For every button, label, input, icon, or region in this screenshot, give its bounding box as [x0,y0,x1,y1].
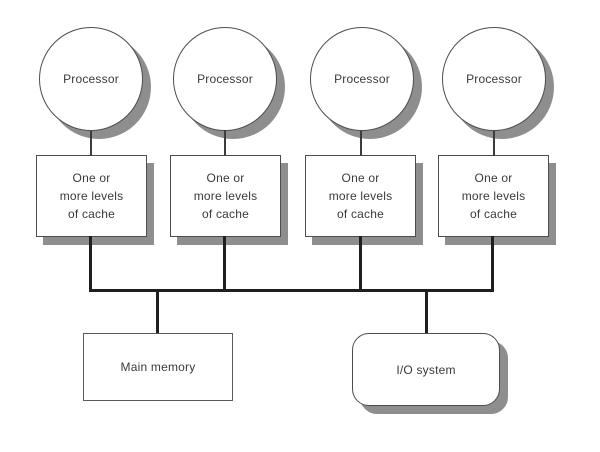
connector-cache4-bus [491,236,494,291]
cache-node-2: One or more levels of cache [170,155,281,237]
cache-label-3: One or more levels of cache [328,171,393,221]
processor-label-3: Processor [334,72,390,86]
connector-cache3-bus [359,236,362,291]
processor-label-1: Processor [63,72,119,86]
processor-label-2: Processor [197,72,253,86]
main-memory-label: Main memory [120,360,196,374]
io-system-label: I/O system [396,362,456,377]
processor-node-2: Processor [173,27,277,131]
connector-processor2-cache2 [224,130,226,156]
cache-node-3: One or more levels of cache [305,155,416,237]
main-memory-node: Main memory [83,333,233,401]
cache-label-2: One or more levels of cache [193,171,258,221]
connector-cache2-bus [223,236,226,291]
connector-processor4-cache4 [493,131,495,156]
processor-node-1: Processor [39,27,143,131]
processor-node-4: Processor [442,27,546,131]
cache-label-4: One or more levels of cache [461,171,526,221]
io-system-node: I/O system [352,333,500,406]
processor-node-3: Processor [310,27,414,131]
processor-label-4: Processor [466,72,522,86]
connector-processor1-cache1 [90,131,92,156]
connector-bus-io [425,292,428,333]
connector-cache1-bus [89,236,92,291]
connector-bus-memory [156,292,159,333]
cache-label-1: One or more levels of cache [59,171,124,221]
cache-node-4: One or more levels of cache [438,155,549,237]
cache-node-1: One or more levels of cache [36,155,147,237]
shared-bus-line [89,289,494,292]
connector-processor3-cache3 [360,131,362,156]
